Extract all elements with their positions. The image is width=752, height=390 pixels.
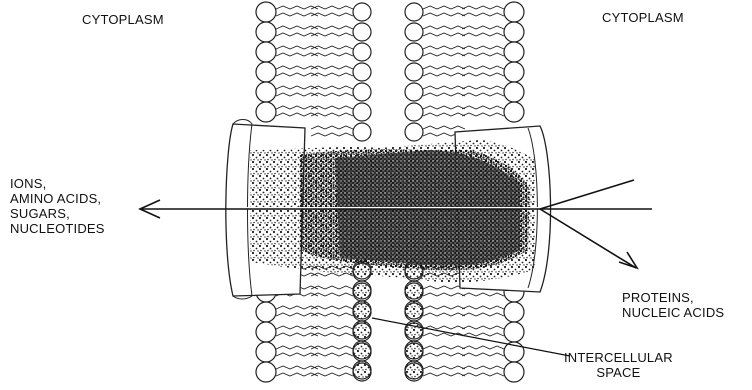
cytoplasm-left-label: CYTOPLASM: [82, 12, 164, 27]
small-molecules-label: IONS, AMINO ACIDS, SUGARS, NUCLEOTIDES: [10, 176, 105, 236]
large-molecule-arrows: [540, 180, 652, 268]
intercellular-space-label: INTERCELLULAR SPACE: [564, 350, 673, 380]
large-molecules-label: PROTEINS, NUCLEIC ACIDS: [622, 290, 724, 320]
cytoplasm-right-label: CYTOPLASM: [602, 10, 684, 25]
intercellular-space-pointer: [372, 318, 570, 356]
